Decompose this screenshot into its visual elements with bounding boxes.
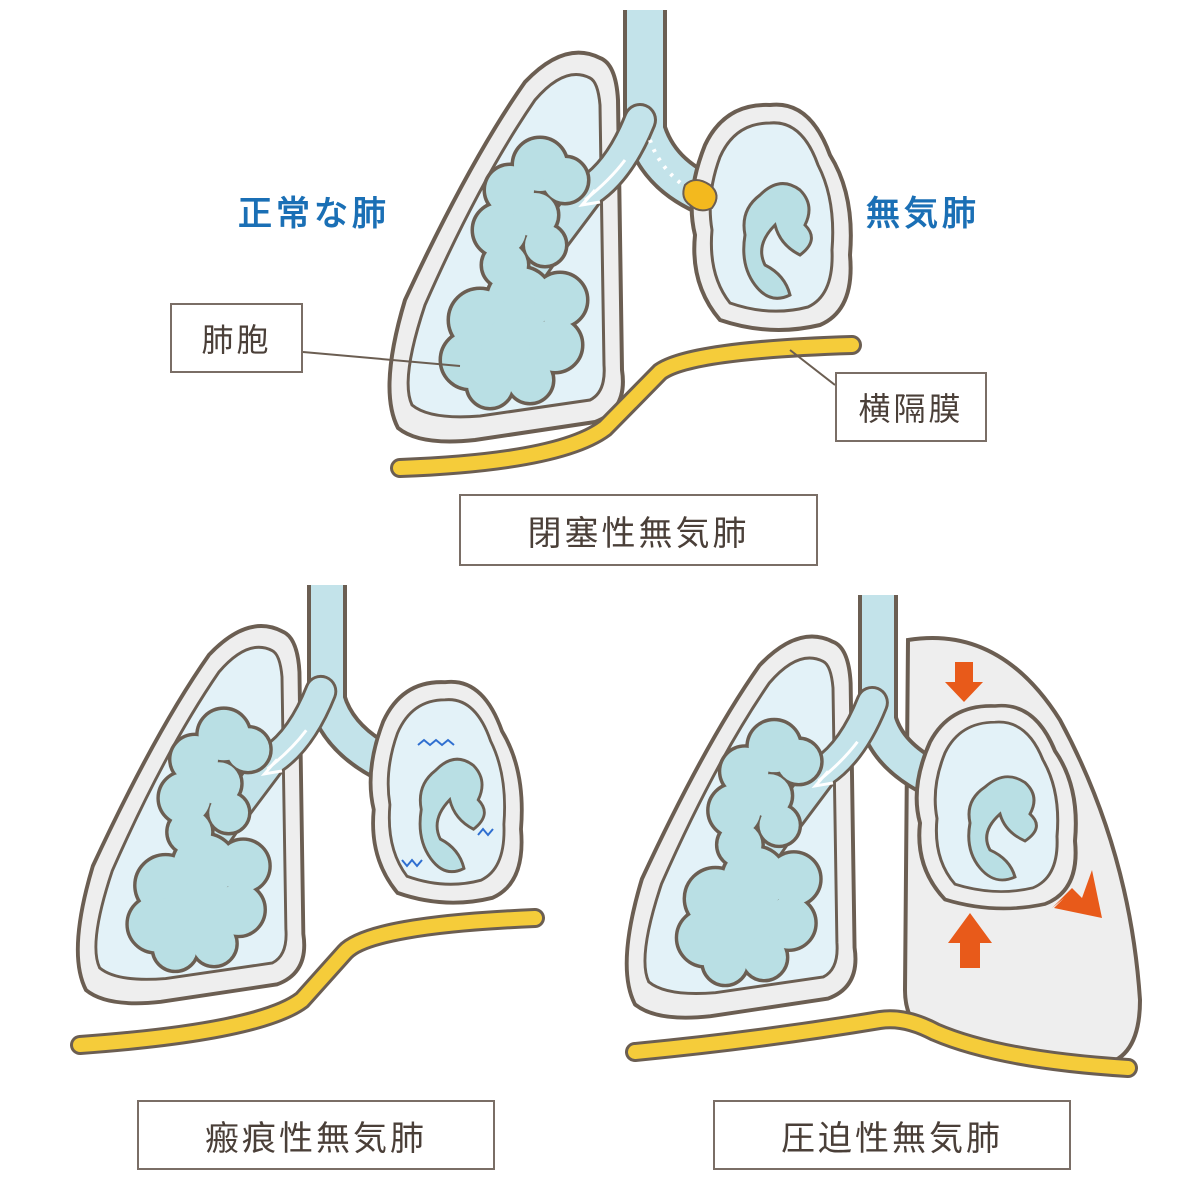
cicatricial-title: 瘢痕性無気肺 — [137, 1100, 495, 1170]
alveoli-label: 肺胞 — [170, 303, 303, 373]
obstruction — [682, 179, 718, 212]
alveoli-leader — [302, 351, 461, 367]
normal-lung-label: 正常な肺 — [238, 194, 390, 234]
arrow-down-icon — [945, 662, 983, 702]
obstructive-atelectasis-illustration — [302, 10, 862, 478]
arrow-up-icon — [948, 913, 992, 968]
obstructive-title: 閉塞性無気肺 — [459, 494, 818, 566]
cicatricial-atelectasis-illustration — [78, 585, 545, 1055]
scar-mark — [417, 738, 455, 747]
normal-lung — [389, 53, 640, 442]
diaphragm-leader — [789, 349, 836, 386]
compressive-title: 圧迫性無気肺 — [713, 1100, 1071, 1170]
pressure-arrows — [945, 662, 1102, 968]
collapsed-lung — [689, 102, 853, 332]
atelectasis-label: 無気肺 — [866, 194, 980, 234]
compressive-atelectasis-illustration — [627, 595, 1143, 1078]
diaphragm — [393, 338, 859, 475]
diaphragm-label: 横隔膜 — [835, 372, 987, 442]
arrow-diagonal-icon — [1052, 870, 1102, 918]
